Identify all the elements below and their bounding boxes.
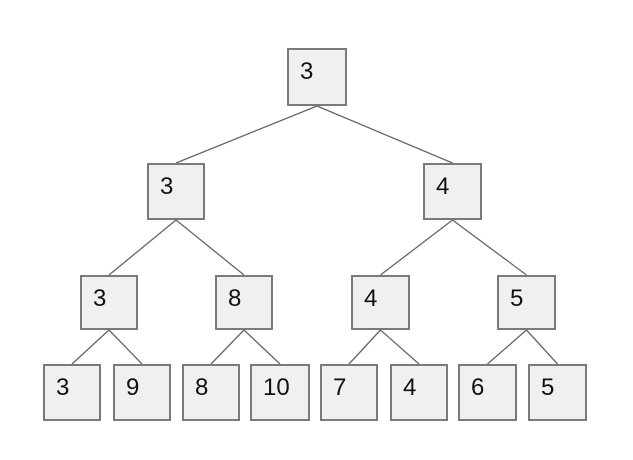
tree-node-label: 5 xyxy=(541,374,555,401)
tree-node-label: 8 xyxy=(228,285,242,312)
tree-node-label: 4 xyxy=(436,173,450,200)
tree-node-label: 8 xyxy=(195,374,209,401)
tree-node: 5 xyxy=(528,364,587,421)
tree-node-label: 7 xyxy=(333,374,347,401)
tree-node-label: 3 xyxy=(93,285,107,312)
tree-node-label: 10 xyxy=(263,374,290,401)
tree-node-label: 4 xyxy=(403,374,417,401)
tree-node-label: 3 xyxy=(300,58,314,85)
tree-node: 3 xyxy=(80,275,138,330)
tree-node-label: 3 xyxy=(160,173,174,200)
tree-node-label: 5 xyxy=(510,285,524,312)
tree-node: 3 xyxy=(287,48,347,106)
tree-node-label: 4 xyxy=(364,285,378,312)
tree-node: 3 xyxy=(147,163,205,220)
tree-node: 8 xyxy=(215,275,273,330)
tree-node: 4 xyxy=(390,364,448,421)
tree-node: 9 xyxy=(113,364,171,421)
tree-node: 5 xyxy=(497,275,556,330)
tree-node: 3 xyxy=(43,364,101,421)
tree-node-label: 3 xyxy=(56,374,70,401)
tree-node: 10 xyxy=(250,364,310,421)
tree-node-label: 9 xyxy=(126,374,140,401)
tree-node: 8 xyxy=(182,364,240,421)
tree-node: 4 xyxy=(423,163,482,220)
tree-node: 7 xyxy=(320,364,378,421)
tree-node-label: 6 xyxy=(471,374,485,401)
tree-node: 4 xyxy=(351,275,410,330)
tree-node: 6 xyxy=(458,364,517,421)
